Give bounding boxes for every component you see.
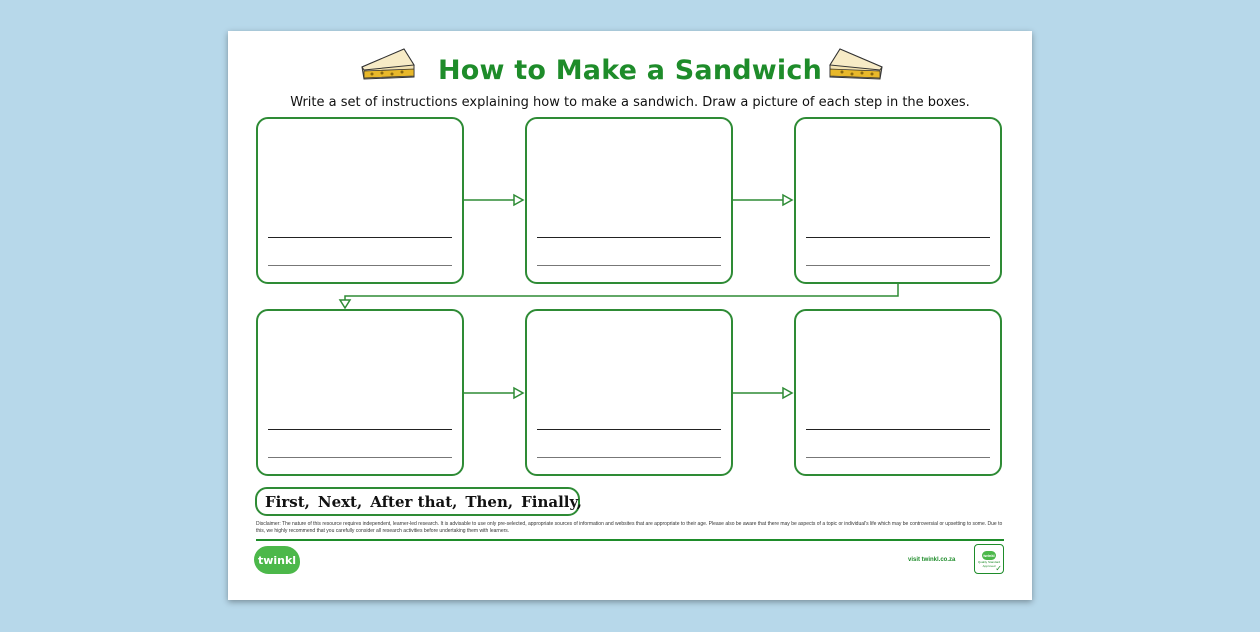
badge-logo: twinkl (982, 550, 996, 560)
arrow-down-icon (338, 284, 899, 310)
writing-line[interactable] (537, 457, 721, 458)
disclaimer-text: Disclaimer: The nature of this resource … (256, 521, 1003, 534)
step-box-2[interactable] (525, 117, 733, 284)
step-box-5[interactable] (525, 309, 733, 476)
sandwich-icon (829, 48, 883, 80)
step-box-1[interactable] (256, 117, 464, 284)
arrow-right-icon (464, 193, 525, 207)
writing-line[interactable] (268, 457, 452, 458)
writing-line[interactable] (806, 429, 990, 430)
writing-line[interactable] (537, 265, 721, 266)
arrow-right-icon (733, 386, 794, 400)
twinkl-logo[interactable]: twinkl (254, 546, 300, 574)
writing-line[interactable] (806, 265, 990, 266)
step-box-4[interactable] (256, 309, 464, 476)
sequencing-words-box: First, Next, After that, Then, Finally, (255, 487, 582, 516)
footer-divider (256, 539, 1004, 541)
sequence-word: After that, (370, 492, 458, 511)
sandwich-icon (361, 48, 415, 80)
quality-badge-icon: twinkl Quality Standard Approved ✓ (974, 544, 1004, 574)
arrow-right-icon (464, 386, 525, 400)
page-title: How to Make a Sandwich (437, 55, 823, 86)
step-box-3[interactable] (794, 117, 1002, 284)
writing-line[interactable] (806, 457, 990, 458)
instructions-text: Write a set of instructions explaining h… (290, 95, 970, 110)
writing-line[interactable] (537, 429, 721, 430)
check-icon: ✓ (995, 564, 1002, 573)
badge-text: Quality Standard Approved (977, 559, 1001, 568)
visit-link[interactable]: visit twinkl.co.za (908, 557, 956, 563)
writing-line[interactable] (537, 237, 721, 238)
writing-line[interactable] (806, 237, 990, 238)
writing-line[interactable] (268, 237, 452, 238)
sequence-word: Then, (465, 492, 514, 511)
sequence-word: First, (265, 492, 310, 511)
sequence-word: Next, (317, 492, 363, 511)
worksheet-page: How to Make a Sandwich Write a set of in… (228, 31, 1032, 600)
writing-line[interactable] (268, 429, 452, 430)
writing-line[interactable] (268, 265, 452, 266)
step-box-6[interactable] (794, 309, 1002, 476)
sequence-word: Finally, (521, 492, 582, 511)
arrow-right-icon (733, 193, 794, 207)
